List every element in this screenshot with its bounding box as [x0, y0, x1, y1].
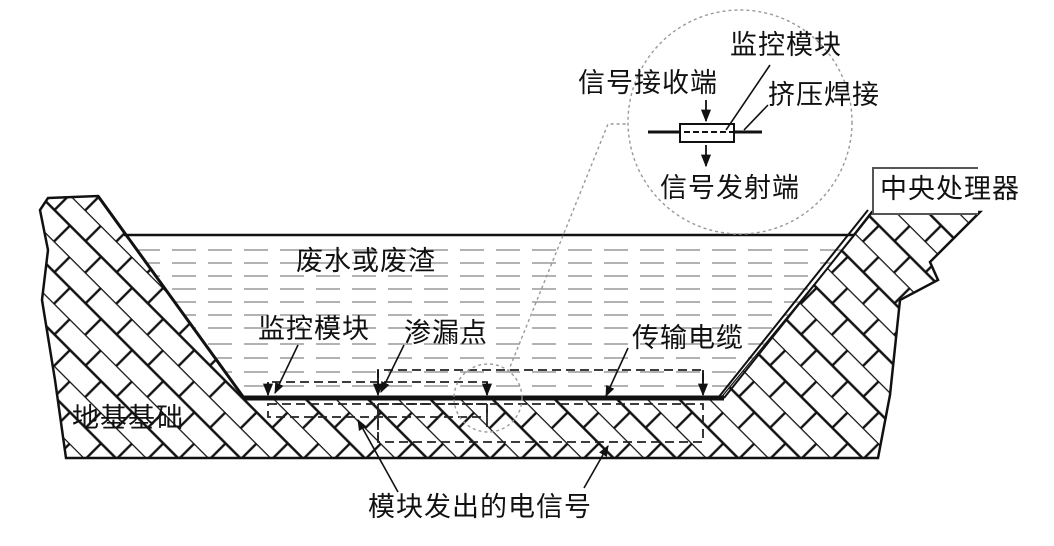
label-leak-point: 渗漏点	[404, 318, 488, 349]
leader-lines	[274, 344, 629, 493]
inset-label-signal-transmit: 信号发射端	[660, 173, 800, 204]
central-processor-box	[872, 167, 978, 215]
inset-module	[648, 64, 771, 168]
label-foundation: 地基基础	[72, 403, 184, 434]
inset-label-monitor-module: 监控模块	[730, 30, 842, 61]
label-monitor-module: 监控模块	[258, 314, 370, 345]
label-waste: 废水或废渣	[296, 246, 436, 277]
inset-label-crimp-weld: 挤压焊接	[768, 80, 880, 111]
label-central-processor: 中央处理器	[880, 174, 1020, 205]
label-transmission-cable: 传输电缆	[632, 323, 744, 354]
signal-arrows	[262, 370, 709, 397]
detail-callout	[453, 9, 853, 433]
inset-label-signal-receive: 信号接收端	[578, 68, 718, 99]
label-module-signal: 模块发出的电信号	[368, 492, 592, 523]
